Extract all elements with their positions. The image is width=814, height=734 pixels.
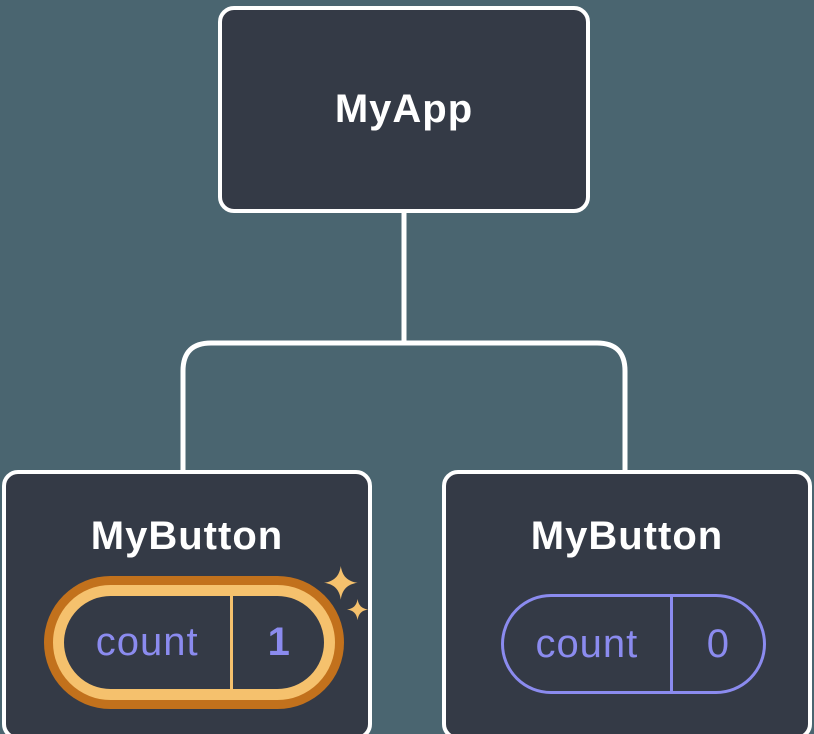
- state-key-label: count: [535, 621, 639, 666]
- node-mybutton-1-label: MyButton: [90, 514, 284, 558]
- node-mybutton-highlighted: MyButton count 1: [2, 470, 372, 734]
- state-key-cell: count: [64, 596, 230, 689]
- state-pill-divider: [230, 596, 234, 689]
- state-value-label: 0: [706, 621, 729, 666]
- state-value-cell: 1: [233, 596, 324, 689]
- state-value-label: 1: [267, 620, 290, 664]
- sparkles-icon: [324, 566, 369, 621]
- state-pill-highlighted: count 1: [53, 585, 335, 700]
- node-mybutton-plain: MyButton count 0: [442, 470, 812, 734]
- node-mybutton-2-label: MyButton: [530, 514, 724, 558]
- state-pill-divider: [669, 597, 673, 691]
- state-pill-plain: count 0: [501, 594, 766, 694]
- state-key-cell: count: [504, 597, 670, 691]
- state-key-label: count: [95, 620, 199, 664]
- node-myapp: MyApp: [218, 6, 590, 213]
- node-myapp-label: MyApp: [334, 87, 474, 131]
- state-value-cell: 0: [673, 597, 763, 691]
